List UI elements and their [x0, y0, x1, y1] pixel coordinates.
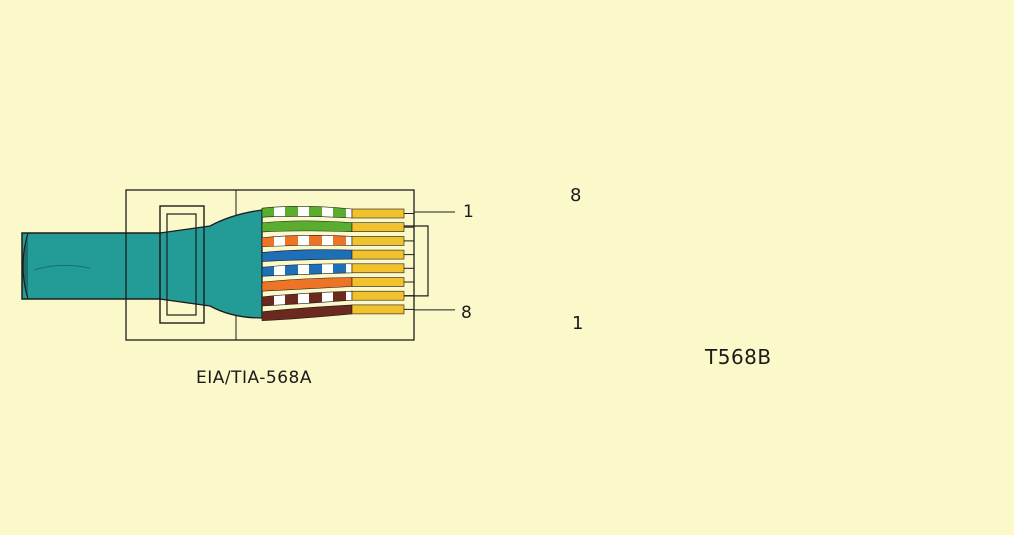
- cable-jacket: [21, 232, 168, 300]
- pin-contact: [351, 290, 405, 301]
- contact-bracket: [404, 225, 429, 297]
- latch-inner: [166, 213, 197, 316]
- wire-white-green: [261, 206, 353, 219]
- connector-568a: [21, 189, 455, 341]
- pin-1-label-568a: 1: [463, 202, 474, 222]
- standard-label-568a: EIA/TIA-568A: [196, 368, 312, 388]
- latch-outer: [159, 205, 205, 324]
- plug-housing: [125, 189, 415, 341]
- pin-contact: [351, 263, 405, 274]
- pin-1-label-568b: 1: [572, 313, 584, 334]
- pin-8-label-568b: 8: [570, 185, 582, 206]
- pin-contact: [351, 304, 405, 315]
- wire-white-blue: [261, 263, 353, 277]
- cable-end: [22, 232, 29, 300]
- wire-orange: [261, 277, 353, 292]
- plug-boot: [159, 209, 263, 319]
- wire-green: [261, 220, 353, 233]
- wire-white-orange: [261, 235, 353, 248]
- pin-contact: [351, 277, 405, 287]
- wire-white-brown: [261, 290, 353, 307]
- standard-label-568b: T568B: [705, 345, 772, 369]
- pin-contact: [351, 208, 405, 219]
- cable-crease: [33, 264, 91, 271]
- wire-brown: [261, 304, 353, 322]
- pin-contact: [351, 236, 405, 246]
- pin-contact: [351, 222, 405, 232]
- pin-contact: [351, 249, 405, 260]
- wire-blue: [261, 249, 353, 262]
- pin-8-label-568a: 8: [461, 303, 472, 323]
